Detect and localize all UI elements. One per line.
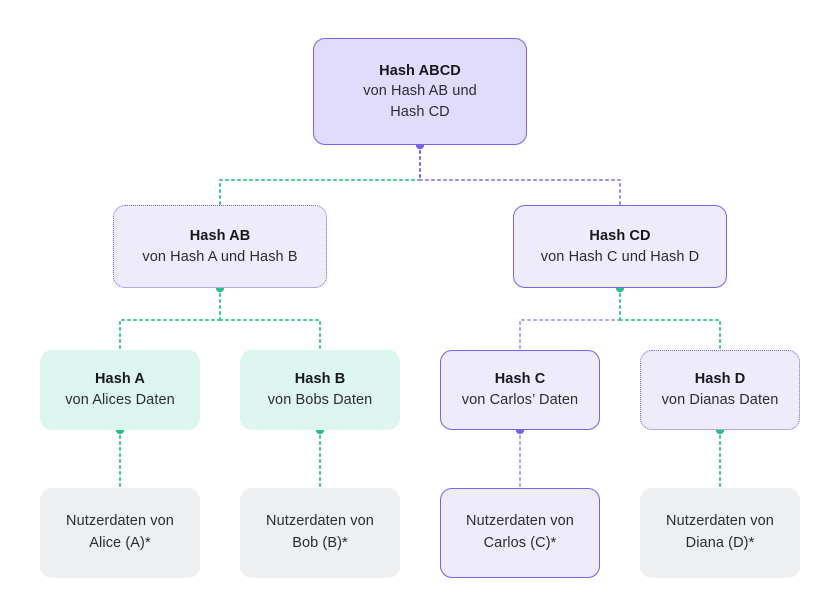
node-hash-d[interactable]: Hash D von Dianas Daten xyxy=(640,350,800,430)
node-hash-c[interactable]: Hash C von Carlos’ Daten xyxy=(440,350,600,430)
node-hash-a-subline-1: von Alices Daten xyxy=(65,392,175,408)
node-data-carlos[interactable]: Nutzerdaten von Carlos (C)* xyxy=(440,488,600,578)
node-data-alice-line-2: Alice (A)* xyxy=(89,535,151,551)
connector-hash-cd-to-hash-c xyxy=(519,319,621,351)
node-data-diana-line-2: Diana (D)* xyxy=(685,535,755,551)
node-hash-ab-title: Hash AB xyxy=(189,227,251,244)
node-data-carlos-line-2: Carlos (C)* xyxy=(483,535,557,551)
node-hash-d-subline-1: von Dianas Daten xyxy=(661,392,779,408)
node-hash-ab[interactable]: Hash AB von Hash A und Hash B xyxy=(113,205,327,288)
node-data-diana[interactable]: Nutzerdaten von Diana (D)* xyxy=(640,488,800,578)
node-data-bob-line-1: Nutzerdaten von xyxy=(266,513,374,530)
node-data-diana-line-1: Nutzerdaten von xyxy=(666,513,774,530)
node-hash-cd-title: Hash CD xyxy=(589,227,651,244)
node-hash-abcd[interactable]: Hash ABCD von Hash AB und Hash CD xyxy=(313,38,527,145)
connector-hash-cd-to-hash-d xyxy=(619,319,721,351)
node-hash-b[interactable]: Hash B von Bobs Daten xyxy=(240,350,400,430)
node-hash-c-title: Hash C xyxy=(494,371,546,388)
node-hash-ab-subline-1: von Hash A und Hash B xyxy=(142,248,298,265)
node-data-carlos-line-1: Nutzerdaten von xyxy=(466,513,574,530)
connector-root-to-hash-cd xyxy=(419,179,621,206)
node-data-alice[interactable]: Nutzerdaten von Alice (A)* xyxy=(40,488,200,578)
node-hash-b-title: Hash B xyxy=(294,371,346,388)
node-data-bob-line-2: Bob (B)* xyxy=(292,535,348,551)
node-hash-abcd-subline-1: von Hash AB und xyxy=(363,83,477,100)
node-hash-abcd-title: Hash ABCD xyxy=(379,62,461,79)
connector-root-to-hash-ab xyxy=(219,179,421,206)
node-hash-d-title: Hash D xyxy=(694,371,746,388)
node-hash-cd-subline-1: von Hash C und Hash D xyxy=(540,248,700,265)
node-data-alice-line-1: Nutzerdaten von xyxy=(66,513,174,530)
node-hash-a[interactable]: Hash A von Alices Daten xyxy=(40,350,200,430)
connector-hash-ab-to-hash-a xyxy=(119,319,221,351)
node-hash-abcd-subline-2: Hash CD xyxy=(390,103,450,120)
connector-hash-ab-to-hash-b xyxy=(219,319,321,351)
node-hash-cd[interactable]: Hash CD von Hash C und Hash D xyxy=(513,205,727,288)
node-hash-a-title: Hash A xyxy=(94,371,146,388)
node-data-bob[interactable]: Nutzerdaten von Bob (B)* xyxy=(240,488,400,578)
node-hash-b-subline-1: von Bobs Daten xyxy=(267,392,373,408)
node-hash-c-subline-1: von Carlos’ Daten xyxy=(461,392,579,408)
